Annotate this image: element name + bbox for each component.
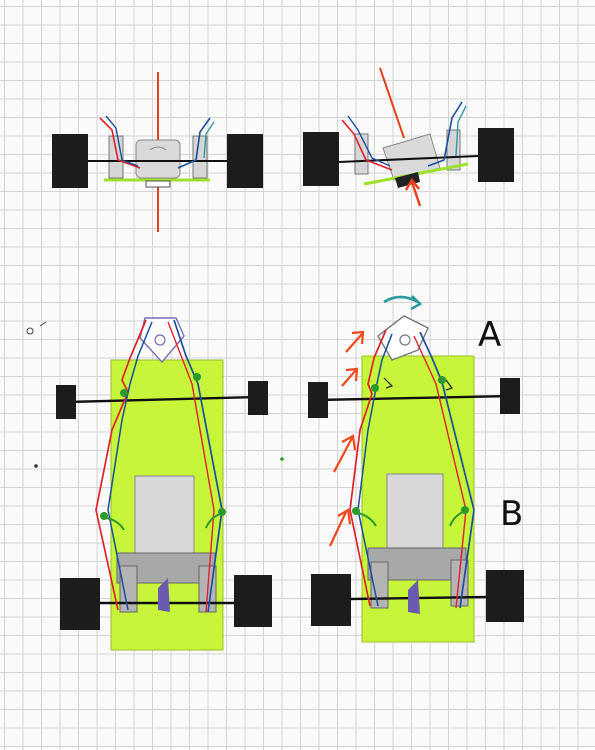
front-left-wheel	[308, 382, 328, 418]
stray-dot	[34, 464, 38, 468]
tilted-bracket	[395, 172, 420, 188]
motion-arrow	[345, 333, 363, 353]
cable-blue	[105, 115, 139, 167]
cable-red-right	[413, 335, 467, 609]
cable-teal-right	[455, 105, 467, 157]
pivot-point	[193, 373, 201, 381]
cable-red-left	[349, 329, 387, 607]
cable-teal-right	[203, 121, 215, 159]
front-axle	[316, 394, 513, 402]
front-left-wheel	[56, 385, 76, 419]
push-arrow-head	[404, 177, 420, 191]
cable-red-right	[167, 321, 215, 613]
motion-arrow-head	[341, 434, 357, 451]
pivot-bracket	[145, 180, 171, 188]
pivot-point	[438, 376, 446, 384]
center-box	[135, 139, 181, 179]
motion-arrow-head	[351, 330, 365, 345]
rear-part	[158, 578, 170, 612]
cable-blue-right	[177, 117, 211, 169]
top-view-turning	[308, 295, 524, 643]
rear-left-wheel	[60, 578, 100, 630]
rear-left-mount	[370, 561, 389, 609]
tilted-center-box	[382, 133, 441, 181]
left-wheel	[52, 134, 88, 188]
rear-right-wheel	[486, 570, 524, 622]
spring-left	[105, 517, 125, 531]
front-view-tilted	[303, 67, 514, 207]
tilted-axis-line	[379, 67, 405, 139]
stray-dot	[280, 457, 284, 461]
small-arrow	[383, 377, 394, 389]
rotation-arrow-head	[410, 295, 423, 311]
motion-arrow	[333, 437, 353, 473]
head-pivot	[154, 334, 166, 346]
label-a: A	[478, 315, 501, 355]
cable-blue-left	[107, 321, 153, 611]
spring-right	[449, 511, 464, 527]
cable-blue-right	[427, 101, 463, 167]
steering-head	[139, 317, 185, 364]
motion-arrow-head	[337, 508, 352, 525]
rear-left-mount	[119, 565, 138, 613]
front-view-neutral	[52, 72, 263, 232]
left-wheel	[303, 132, 339, 186]
stray-mark	[26, 327, 34, 335]
front-right-wheel	[248, 381, 268, 415]
cable-blue	[347, 115, 391, 167]
spring-left	[357, 512, 377, 527]
push-arrow	[410, 181, 422, 207]
axle-line	[338, 155, 479, 163]
pivot-point	[371, 384, 379, 392]
front-right-wheel	[500, 378, 520, 414]
rear-right-wheel	[234, 575, 272, 627]
box-detail	[149, 146, 167, 151]
label-b: B	[500, 494, 523, 534]
cable-red	[341, 119, 393, 171]
right-wheel	[478, 128, 514, 182]
pivot-point	[120, 389, 128, 397]
motion-arrow	[341, 369, 357, 387]
spring-right	[205, 513, 221, 529]
small-arrow	[445, 379, 453, 391]
stray-mark	[39, 321, 47, 327]
front-axle	[66, 395, 258, 404]
cable-blue-right	[173, 319, 223, 613]
cable-blue-left	[357, 333, 393, 607]
motion-arrow-head	[345, 367, 359, 382]
head-pivot	[399, 334, 411, 346]
cable-red	[99, 117, 141, 169]
motion-arrow	[329, 511, 347, 547]
rear-part	[408, 580, 420, 614]
steering-head-rotated	[377, 315, 429, 361]
right-wheel	[227, 134, 263, 188]
rear-left-wheel	[311, 574, 351, 626]
top-view-neutral	[56, 317, 272, 651]
